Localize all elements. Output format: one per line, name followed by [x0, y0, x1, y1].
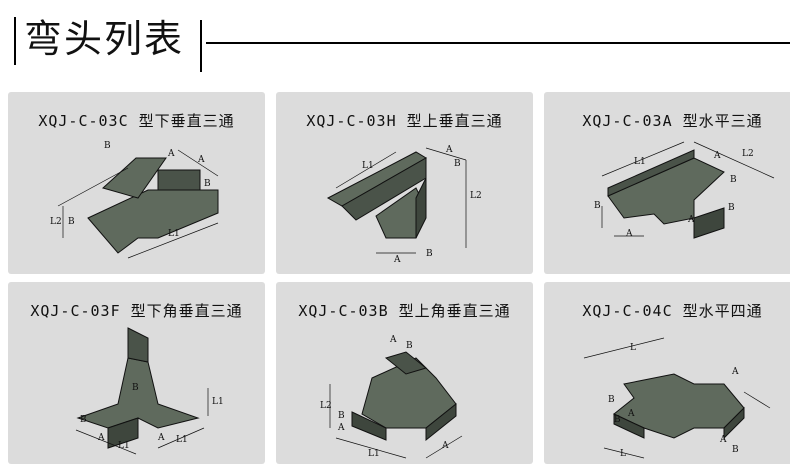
dim-label: A — [625, 229, 633, 239]
dim-label: B — [732, 445, 739, 455]
product-card-03a[interactable]: XQJ-C-03A 型水平三通 L1 A L2 B B A A B — [544, 92, 790, 274]
dim-label: A — [731, 367, 739, 377]
product-code: XQJ-C-03C — [38, 112, 129, 130]
dim-label: A — [157, 433, 165, 443]
dim-label: L2 — [50, 217, 62, 227]
product-name: 型水平三通 — [682, 112, 763, 130]
dim-label: L1 — [212, 397, 224, 407]
product-caption: XQJ-C-04C 型水平四通 — [544, 300, 790, 321]
product-card-03h[interactable]: XQJ-C-03H 型上垂直三通 L1 A B L2 A B — [276, 92, 533, 274]
dim-label: A — [337, 423, 345, 433]
dim-label: A — [627, 409, 635, 419]
dim-label: B — [204, 179, 211, 189]
product-code: XQJ-C-04C — [582, 302, 673, 320]
dim-label: L2 — [470, 191, 482, 201]
product-caption: XQJ-C-03C 型下垂直三通 — [8, 110, 265, 131]
header-rule — [206, 42, 790, 44]
dim-label: B — [728, 203, 735, 213]
dim-label: A — [441, 441, 449, 451]
dim-label: A — [167, 149, 175, 159]
dim-label: B — [454, 159, 461, 169]
dim-label: B — [426, 249, 433, 259]
dim-label: B — [614, 415, 621, 425]
product-card-03c[interactable]: XQJ-C-03C 型下垂直三通 B A A B L2 B L1 — [8, 92, 265, 274]
section-header: 弯头列表 — [0, 0, 790, 80]
product-caption: XQJ-C-03H 型上垂直三通 — [276, 110, 533, 131]
dim-label: L — [630, 343, 636, 353]
dim-label: L1 — [368, 449, 380, 459]
product-name: 型下垂直三通 — [138, 112, 235, 130]
dim-label: B — [406, 341, 413, 351]
section-title: 弯头列表 — [24, 17, 185, 61]
product-card-04c[interactable]: XQJ-C-04C 型水平四通 L A B A B A B L — [544, 282, 790, 464]
dim-label: A — [389, 335, 397, 345]
fitting-drawing-03h: L1 A B L2 A B — [326, 145, 482, 265]
dim-label: B — [68, 217, 75, 227]
product-card-03b[interactable]: XQJ-C-03B 型上角垂直三通 A B L2 B L1 A A — [276, 282, 533, 464]
dim-label: B — [104, 141, 111, 151]
product-card-03f[interactable]: XQJ-C-03F 型下角垂直三通 B L1 B A L1 A L1 — [8, 282, 265, 464]
dim-label: A — [445, 145, 453, 155]
dim-label: L1 — [168, 229, 180, 239]
dim-label: A — [687, 215, 695, 225]
dim-label: B — [132, 383, 139, 393]
product-code: XQJ-C-03H — [306, 112, 397, 130]
dim-label: B — [338, 411, 345, 421]
product-code: XQJ-C-03A — [582, 112, 673, 130]
dim-label: L1 — [118, 441, 130, 451]
header-right-bracket — [200, 20, 202, 72]
product-code: XQJ-C-03F — [30, 302, 121, 320]
fitting-drawing-03f: B L1 B A L1 A L1 — [75, 327, 224, 455]
product-caption: XQJ-C-03B 型上角垂直三通 — [276, 300, 533, 321]
product-caption: XQJ-C-03F 型下角垂直三通 — [8, 300, 265, 321]
dim-label: L1 — [362, 161, 374, 171]
fitting-drawing-04c: L A B A B A B L — [583, 337, 771, 459]
dim-label: A — [393, 255, 401, 265]
dim-label: B — [80, 415, 87, 425]
fitting-drawing-03c: B A A B L2 B L1 — [50, 141, 219, 259]
dim-label: B — [730, 175, 737, 185]
dim-label: L1 — [634, 157, 646, 167]
dim-label: A — [713, 151, 721, 161]
dim-label: L — [620, 449, 626, 459]
dim-label: A — [97, 433, 105, 443]
dim-label: B — [594, 201, 601, 211]
dim-label: A — [197, 155, 205, 165]
dim-label: A — [719, 435, 727, 445]
product-name: 型水平四通 — [682, 302, 763, 320]
dim-label: B — [608, 395, 615, 405]
fitting-drawing-03a: L1 A L2 B B A A B — [594, 141, 775, 239]
dim-label: L1 — [176, 435, 188, 445]
product-caption: XQJ-C-03A 型水平三通 — [544, 110, 790, 131]
dim-label: L2 — [742, 149, 754, 159]
dim-label: L2 — [320, 401, 332, 411]
product-code: XQJ-C-03B — [298, 302, 389, 320]
fitting-drawing-03b: A B L2 B L1 A A — [320, 335, 463, 459]
product-name: 型上角垂直三通 — [398, 302, 511, 320]
header-left-bracket — [14, 17, 16, 65]
product-name: 型下角垂直三通 — [130, 302, 243, 320]
product-name: 型上垂直三通 — [406, 112, 503, 130]
